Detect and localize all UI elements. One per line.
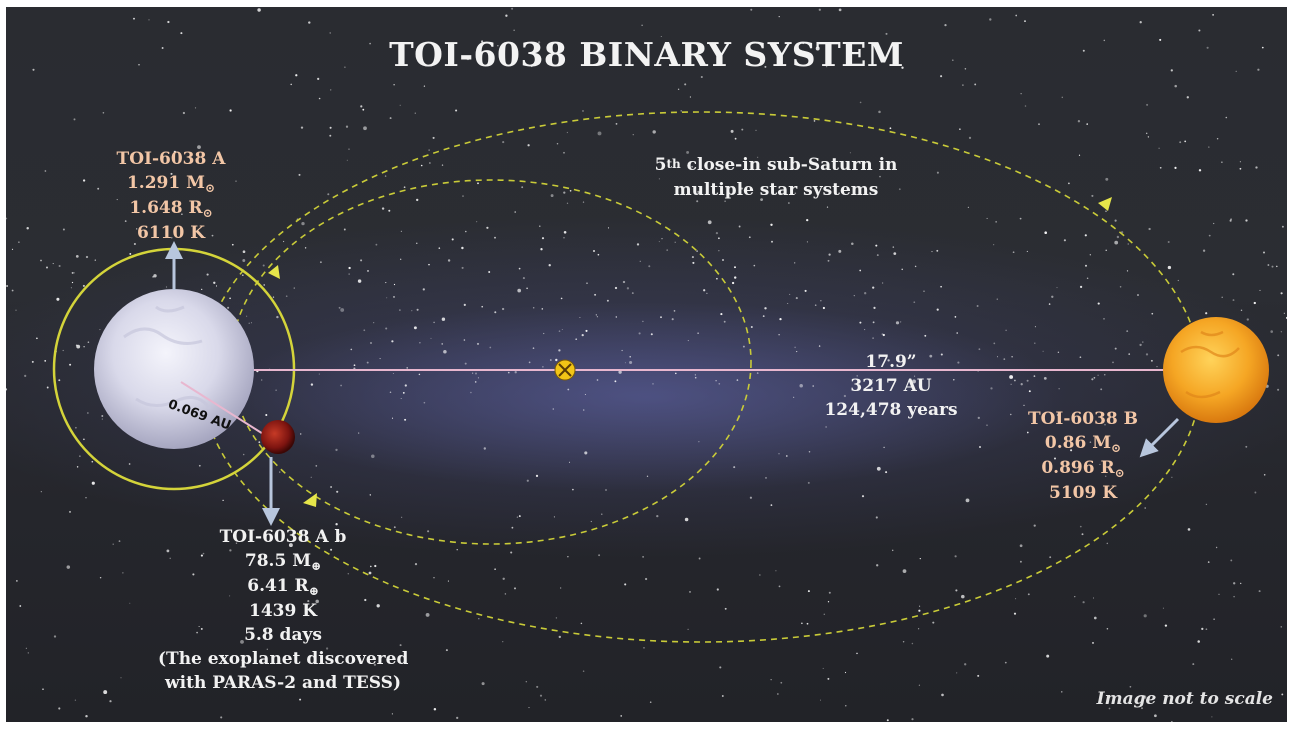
planet-note-line2: with PARAS-2 and TESS) xyxy=(165,673,401,693)
planet-temp: 1439 K xyxy=(248,601,317,621)
star-b-name: TOI-6038 B xyxy=(1027,409,1139,429)
star-b-label: TOI-6038 B 0.86 M⊙ 0.896 R⊙ 5109 K xyxy=(1008,407,1158,505)
star-a-mass: 1.291 M⊙ xyxy=(126,173,216,195)
planet-orbit-arrow xyxy=(268,265,280,279)
figure-title: TOI-6038 BINARY SYSTEM xyxy=(389,35,904,74)
star-b-body xyxy=(1163,317,1269,423)
arrow-star-b xyxy=(1139,417,1180,458)
star-a-body xyxy=(94,289,254,449)
planet-note-line1: (The exoplanet discovered xyxy=(158,649,409,669)
planet-label: TOI-6038 A b 78.5 M⊕ 6.41 R⊕ 1439 K 5.8 … xyxy=(158,525,408,695)
highlight-label: 5th close-in sub-Saturn in multiple star… xyxy=(631,153,921,202)
star-a-name: TOI-6038 A xyxy=(116,149,226,169)
not-to-scale-note: Image not to scale xyxy=(1096,689,1273,709)
separation-angle: 17.9” xyxy=(865,352,917,372)
separation-period: 124,478 years xyxy=(824,400,958,420)
separation-distance: 3217 AU xyxy=(850,376,932,396)
star-a-radius: 1.648 R⊙ xyxy=(129,198,213,220)
planet-radius: 6.41 R⊕ xyxy=(247,576,319,598)
barycenter-cross-b xyxy=(558,363,572,377)
starfield-background: TOI-6038 BINARY SYSTEM TOI-6038 A 1.291 … xyxy=(6,7,1287,722)
planet-period: 5.8 days xyxy=(244,625,322,645)
star-b-temp: 5109 K xyxy=(1048,483,1117,503)
highlight-line1: 5th close-in sub-Saturn in xyxy=(654,155,898,175)
star-b-radius: 0.896 R⊙ xyxy=(1041,458,1125,480)
star-b-mass: 0.86 M⊙ xyxy=(1044,433,1122,455)
inner-orbit xyxy=(230,179,752,545)
planet-body xyxy=(261,420,295,454)
star-a-texture xyxy=(123,305,212,410)
star-a-temp: 6110 K xyxy=(136,223,205,243)
planet-mass: 78.5 M⊕ xyxy=(244,551,322,573)
planet-name: TOI-6038 A b xyxy=(219,527,347,547)
orbit-arrow-bottom-left xyxy=(303,493,317,507)
orbit-arrow-top-right xyxy=(1098,197,1112,211)
star-a-label: TOI-6038 A 1.291 M⊙ 1.648 R⊙ 6110 K xyxy=(96,147,246,245)
au-line xyxy=(180,381,269,438)
highlight-line2: multiple star systems xyxy=(673,180,879,200)
star-b-texture xyxy=(1180,330,1240,399)
separation-label: 17.9” 3217 AU 124,478 years xyxy=(816,350,966,422)
orbit-diagram xyxy=(6,7,1287,722)
